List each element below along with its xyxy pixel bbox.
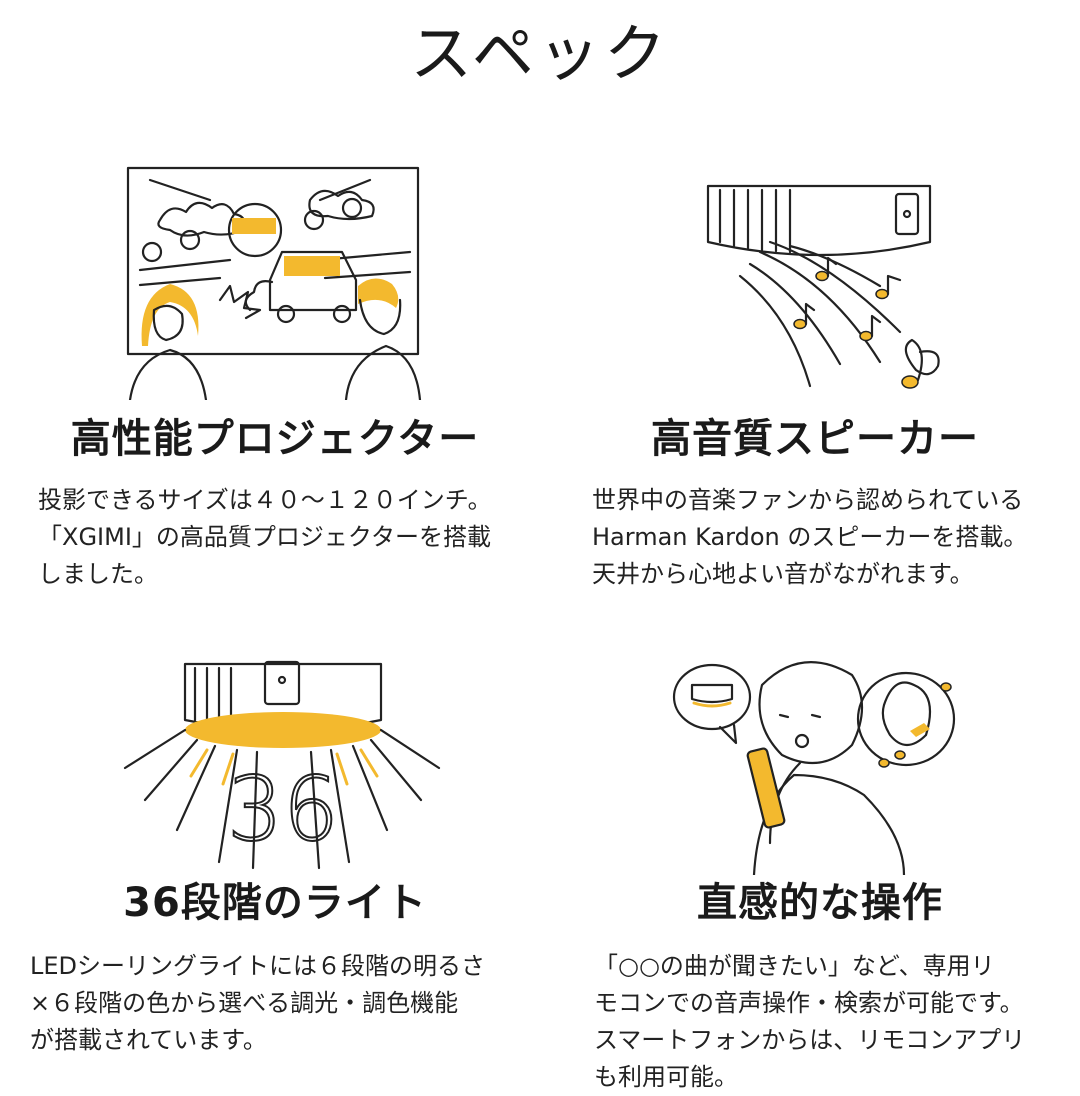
feature-title-projector: 高性能プロジェクター <box>70 416 480 462</box>
ceiling-light-36-icon: 36 <box>115 650 445 875</box>
projector-scene-icon <box>120 160 425 402</box>
feature-desc-light: LEDシーリングライトには６段階の明るさ ×６段階の色から選べる調光・調色機能 … <box>30 952 486 1054</box>
page-title: スペック <box>410 17 670 90</box>
feature-desc-operation: 「○○の曲が聞きたい」など、専用リ モコンでの音声操作・検索が可能です。 スマー… <box>594 952 1026 1091</box>
feature-desc-projector: 投影できるサイズは４０～１２０インチ。 「XGIMI」の高品質プロジェクターを搭… <box>38 486 492 588</box>
feature-desc-speaker: 世界中の音楽ファンから認められている Harman Kardon のスピーカーを… <box>592 486 1028 588</box>
ceiling-speaker-music-icon <box>700 172 950 397</box>
voice-remote-person-icon <box>670 645 960 877</box>
feature-title-light: 36段階のライト <box>123 880 427 926</box>
feature-title-operation: 直感的な操作 <box>697 880 943 926</box>
illustration-36-label: 36 <box>227 758 339 861</box>
feature-title-speaker: 高音質スピーカー <box>651 416 979 462</box>
